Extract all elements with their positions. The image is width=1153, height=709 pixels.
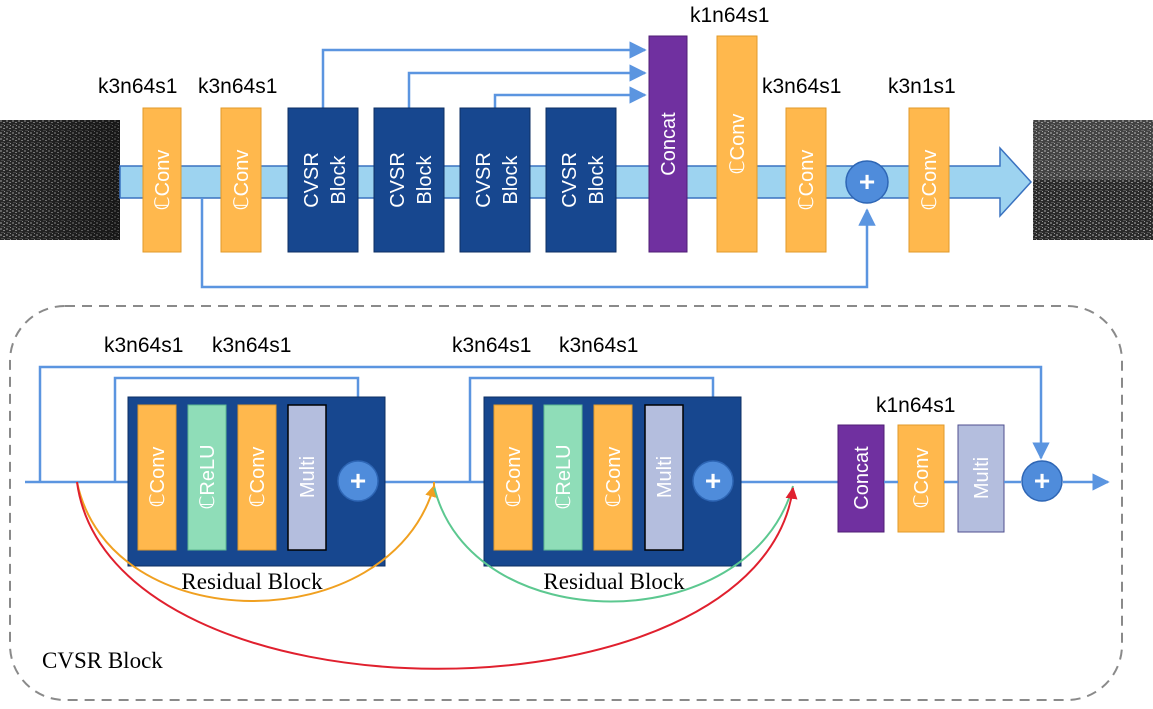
cvsr-block-2-text-a: CVSR [387,152,409,208]
cvsr-block-3-text-b: Block [500,155,522,205]
rb2-conv-2 [593,404,633,551]
rb2-conv-2-text: ℂConv [603,447,625,508]
top-conv-3-text: ℂConv [727,114,749,175]
rb1-multi-text: Multi [297,456,319,498]
top-label-2: k3n64s1 [198,75,277,98]
cvsr1-to-concat-line [321,41,647,108]
top-label-5: k3n1s1 [888,75,956,98]
cvsr-block-1-text-a: CVSR [301,152,323,208]
rb1-label-b: k3n64s1 [212,334,291,357]
detail-tail: Concat ℂConv Multi + [837,424,1063,533]
output-image [1033,120,1153,240]
rb2-relu [543,404,583,551]
rb2-conv-1-text: ℂConv [503,447,525,508]
detail-add-node [1021,460,1063,502]
rb2-conv-1 [493,404,533,551]
green-skip-curve [433,485,794,603]
top-conv-2-text: ℂConv [231,150,253,211]
rb2-label-b: k3n64s1 [559,334,638,357]
cvsr-block-4: CVSR Block [545,107,617,253]
rb1-add-symbol: + [350,465,366,496]
cvsr2-to-concat-line [407,64,647,108]
rb2-label-a: k3n64s1 [452,334,531,357]
rb1-add-node [337,460,379,502]
top-conv-5: ℂConv [908,107,950,253]
cvsr-block-1: CVSR Block [287,107,359,253]
cvsr-block-caption: CVSR Block [42,648,163,673]
outer-skip-line [38,365,1050,482]
rb1-conv-2 [237,404,277,551]
rb2-add-symbol: + [705,465,721,496]
top-conv-2: ℂConv [220,107,262,253]
red-skip-curve [76,481,798,670]
detail-concat [837,424,885,533]
rb1-conv-2-text: ℂConv [247,447,269,508]
top-label-1: k3n64s1 [98,75,177,98]
cvsr-block-1-text-b: Block [328,155,350,205]
tail-label: k1n64s1 [876,394,955,417]
top-add-node: + [845,160,889,204]
top-concat-text: Concat [658,112,680,176]
top-conv-1: ℂConv [142,107,182,253]
residual-block-2-caption: Residual Block [543,569,685,594]
cvsr3-to-concat-line [493,86,647,108]
cvsr-block-4-text-b: Block [586,155,608,205]
rb1-conv-1 [137,404,177,551]
top-conv-1-text: ℂConv [152,150,174,211]
rb1-multi [287,404,327,551]
detail-conv [897,424,945,533]
residual-block-1: ℂConv ℂReLU ℂConv Multi + [127,396,386,567]
cvsr-block-2: CVSR Block [373,107,445,253]
detail-concat-text: Concat [851,446,873,510]
rb1-conv-1-text: ℂConv [147,447,169,508]
input-image [0,120,120,240]
top-concat: Concat [648,35,688,253]
rb2-multi [644,404,684,551]
rb2-add-node [692,460,734,502]
detail-multi [957,424,1005,533]
global-skip-line [200,198,876,289]
cvsr-block-2-text-b: Block [414,155,436,205]
cvsr-block-3-text-a: CVSR [473,152,495,208]
residual-block-2: ℂConv ℂReLU ℂConv Multi + [483,396,742,567]
rb1-relu [187,404,227,551]
cvsr-block-3: CVSR Block [459,107,531,253]
detail-add-symbol: + [1034,465,1050,496]
top-conv-4-text: ℂConv [796,150,818,211]
cvsr-detail-frame [9,305,1123,701]
orange-skip-curve [76,481,437,602]
rb2-relu-text: ℂReLU [553,444,575,509]
top-conv-4: ℂConv [785,107,827,253]
top-add-symbol: + [859,166,875,197]
top-conv-3: ℂConv [716,35,758,253]
top-label-3: k1n64s1 [690,4,769,27]
rb1-relu-text: ℂReLU [197,444,219,509]
detail-conv-text: ℂConv [911,448,933,509]
residual-block-1-caption: Residual Block [181,569,323,594]
rb1-label-a: k3n64s1 [104,334,183,357]
cvsr-block-4-text-a: CVSR [559,152,581,208]
top-conv-5-text: ℂConv [919,150,941,211]
top-label-4: k3n64s1 [762,75,841,98]
rb2-multi-text: Multi [654,456,676,498]
detail-multi-text: Multi [971,457,993,499]
